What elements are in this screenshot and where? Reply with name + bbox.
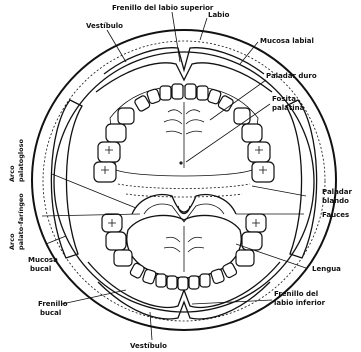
- label-frenillo-inferior-2: labio inferior: [274, 299, 326, 307]
- label-paladar-blando-1: Paladar: [322, 188, 353, 196]
- upper-dental-arch: [94, 84, 274, 182]
- label-frenillo-bucal-1: Frenillo: [38, 300, 68, 308]
- label-vestibulo-inferior: Vestíbulo: [130, 342, 167, 350]
- lower-front-teeth: [129, 262, 237, 290]
- label-arco-palatogloso-1: Arco: [8, 165, 16, 182]
- palatine-fovea-dot: [179, 161, 182, 164]
- label-paladar-duro: Paladar duro: [266, 72, 317, 80]
- lower-dental-arch: [102, 214, 266, 290]
- palatine-rugae: [164, 102, 204, 168]
- label-fauces: Fauces: [322, 211, 349, 219]
- label-lengua: Lengua: [312, 265, 341, 273]
- label-mucosa-labial: Mucosa labial: [260, 37, 314, 45]
- label-mucosa-bucal-2: bucal: [30, 265, 51, 273]
- upper-lip: [96, 48, 272, 92]
- label-frenillo-superior: Frenillo del labio superior: [112, 4, 214, 12]
- upper-left-molars: [94, 108, 134, 182]
- label-paladar-blando-2: blando: [322, 197, 349, 205]
- label-mucosa-bucal-1: Mucosa: [28, 256, 58, 264]
- label-arco-palatofaringeo-1: Arco: [8, 233, 16, 250]
- label-labio: Labio: [208, 11, 230, 19]
- label-frenillo-bucal-2: bucal: [40, 309, 61, 317]
- lower-right-molars: [236, 214, 266, 266]
- upper-right-molars: [234, 108, 274, 182]
- label-fosita-palatina-2: palatina: [272, 104, 305, 112]
- label-arco-palatofaringeo-2: palato-faríngeo: [17, 193, 25, 250]
- label-fosita-palatina-1: Fosita: [272, 95, 296, 103]
- soft-palate: [118, 184, 250, 222]
- label-vestibulo-superior: Vestíbulo: [86, 22, 123, 30]
- label-arco-palatogloso-2: palatogloso: [17, 139, 25, 182]
- label-frenillo-inferior-1: Frenillo del: [274, 290, 318, 298]
- lower-left-molars: [102, 214, 132, 266]
